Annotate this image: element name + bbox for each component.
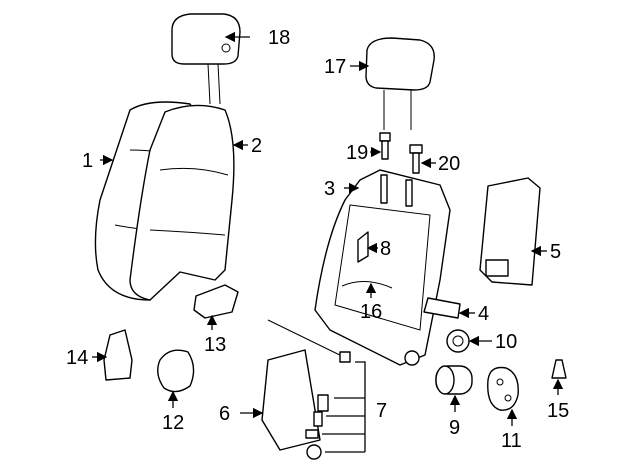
part-3-seat-frame: [314, 169, 451, 366]
callout-19: 19: [346, 142, 368, 164]
callout-2: 2: [251, 135, 262, 157]
callout-11: 11: [501, 430, 522, 452]
part-7-fasteners: [305, 361, 366, 460]
callout-9: 9: [449, 417, 460, 439]
callout-6: 6: [219, 403, 230, 425]
part-13-trim: [193, 284, 239, 319]
part-2-seat-back-cover: [129, 104, 235, 301]
part-16-wire: [341, 281, 393, 289]
part-19-guide: [379, 132, 391, 160]
callout-8: 8: [380, 238, 391, 260]
part-4-tube: [423, 297, 461, 319]
callout-12: 12: [162, 412, 184, 434]
callout-20: 20: [438, 153, 460, 175]
part-10-knob: [446, 329, 470, 353]
callout-1: 1: [82, 150, 93, 172]
leader-lines: [92, 31, 564, 426]
part-8: [357, 231, 369, 263]
part-5-panel: [479, 177, 541, 286]
part-17-headrest: [365, 37, 435, 130]
callout-13: 13: [204, 334, 226, 356]
callout-4: 4: [478, 303, 489, 325]
callout-17: 17: [324, 56, 346, 78]
callout-7: 7: [376, 400, 387, 422]
callout-15: 15: [547, 400, 569, 422]
part-14-bracket: [103, 329, 133, 381]
callout-10: 10: [495, 331, 517, 353]
part-11-cap: [487, 366, 519, 411]
part-12-cap: [157, 349, 195, 393]
part-18-headrest: [171, 13, 241, 105]
callout-16: 16: [360, 301, 382, 323]
part-20-guide: [409, 144, 423, 174]
callout-5: 5: [550, 241, 561, 263]
callout-3: 3: [324, 178, 335, 200]
part-9-knob: [435, 365, 473, 395]
callout-14: 14: [66, 347, 88, 369]
part-15-clip: [551, 359, 567, 379]
callout-18: 18: [268, 27, 290, 49]
